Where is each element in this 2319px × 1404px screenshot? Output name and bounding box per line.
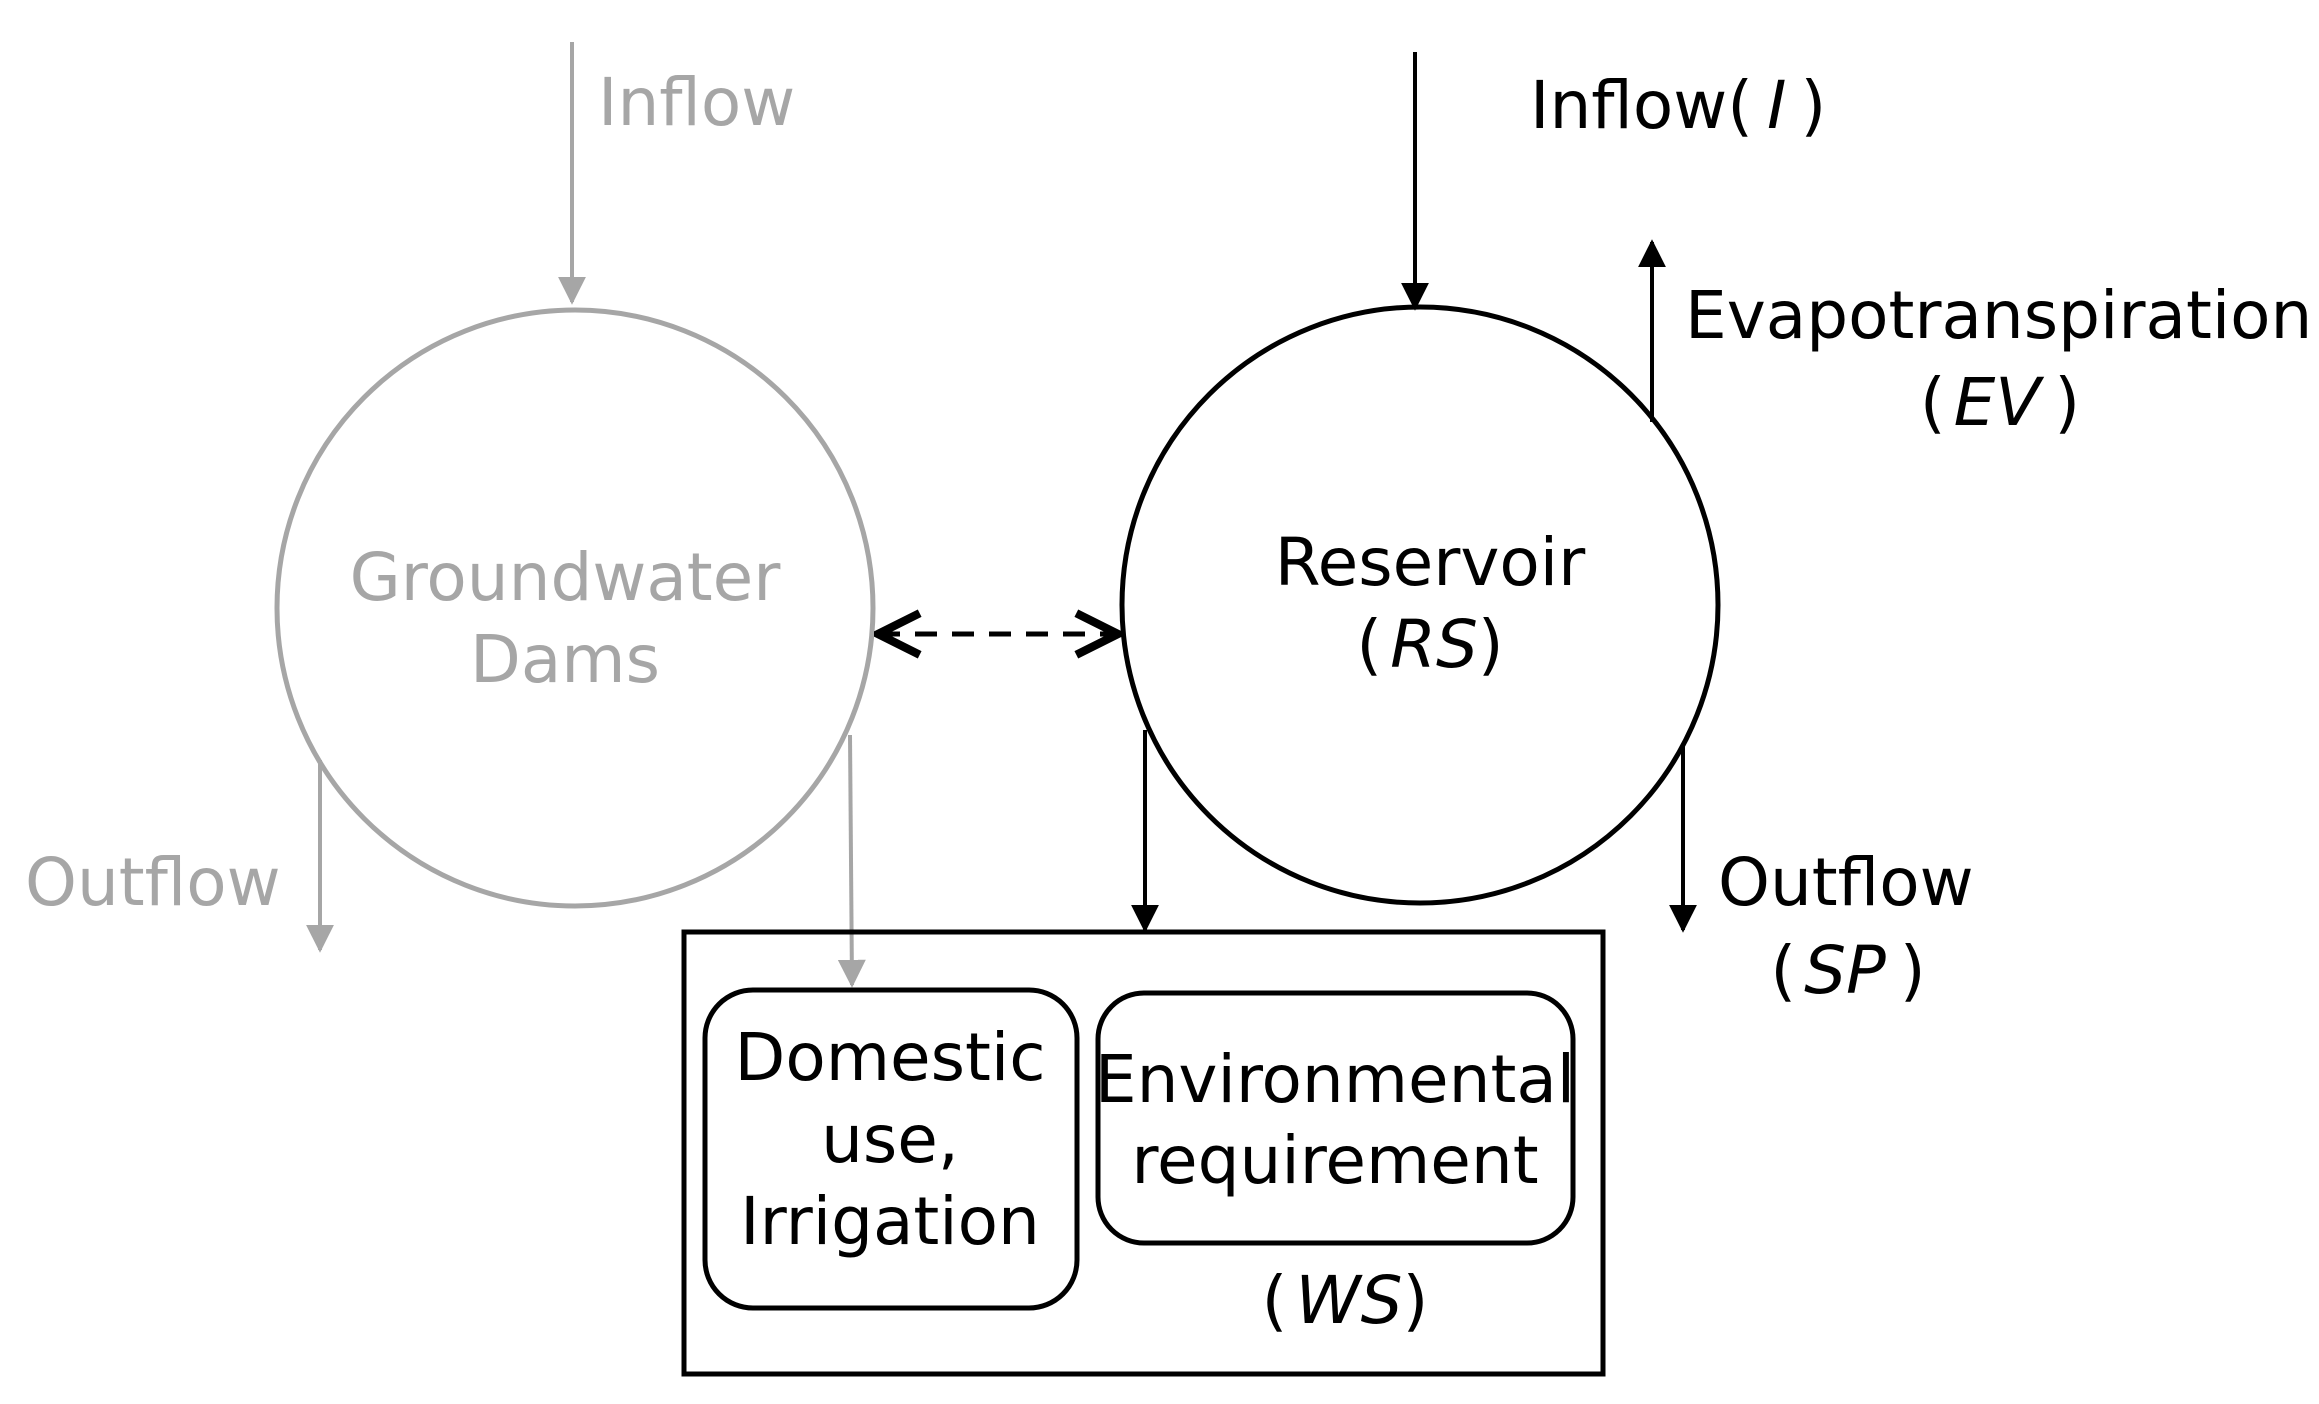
environmental-line1: Environmental: [1095, 1041, 1575, 1118]
groundwater-outflow-label: Outflow: [25, 844, 281, 921]
domestic-line1: Domestic: [735, 1019, 1046, 1096]
reservoir-outflow-symbol: (SP): [1770, 932, 1925, 1009]
reservoir-title: Reservoir: [1275, 524, 1586, 601]
domestic-irrigation-box: [702, 987, 1080, 1311]
water-supply-box: [681, 929, 1606, 1377]
groundwater-title-line1: Groundwater: [350, 539, 782, 616]
groundwater-inflow-label: Inflow: [598, 64, 795, 141]
reservoir-symbol: (RS): [1356, 606, 1503, 683]
reservoir-outflow-label: Outflow: [1718, 844, 1974, 921]
reservoir-circle: [1119, 304, 1721, 906]
water-supply-symbol: (WS): [1262, 1262, 1429, 1339]
reservoir-inflow-label: Inflow(I): [1530, 67, 1826, 144]
groundwater-title-line2: Dams: [470, 621, 660, 698]
domestic-line3: Irrigation: [740, 1183, 1040, 1260]
evapotranspiration-symbol: (EV): [1920, 364, 2080, 441]
environmental-requirement-box: [1095, 990, 1576, 1246]
environmental-line2: requirement: [1131, 1122, 1538, 1199]
evapotranspiration-label: Evapotranspiration: [1685, 277, 2312, 354]
groundwater-to-supply-arrow: [837, 734, 866, 988]
domestic-line2: use,: [821, 1101, 959, 1178]
groundwater-dams-circle: [274, 307, 876, 909]
